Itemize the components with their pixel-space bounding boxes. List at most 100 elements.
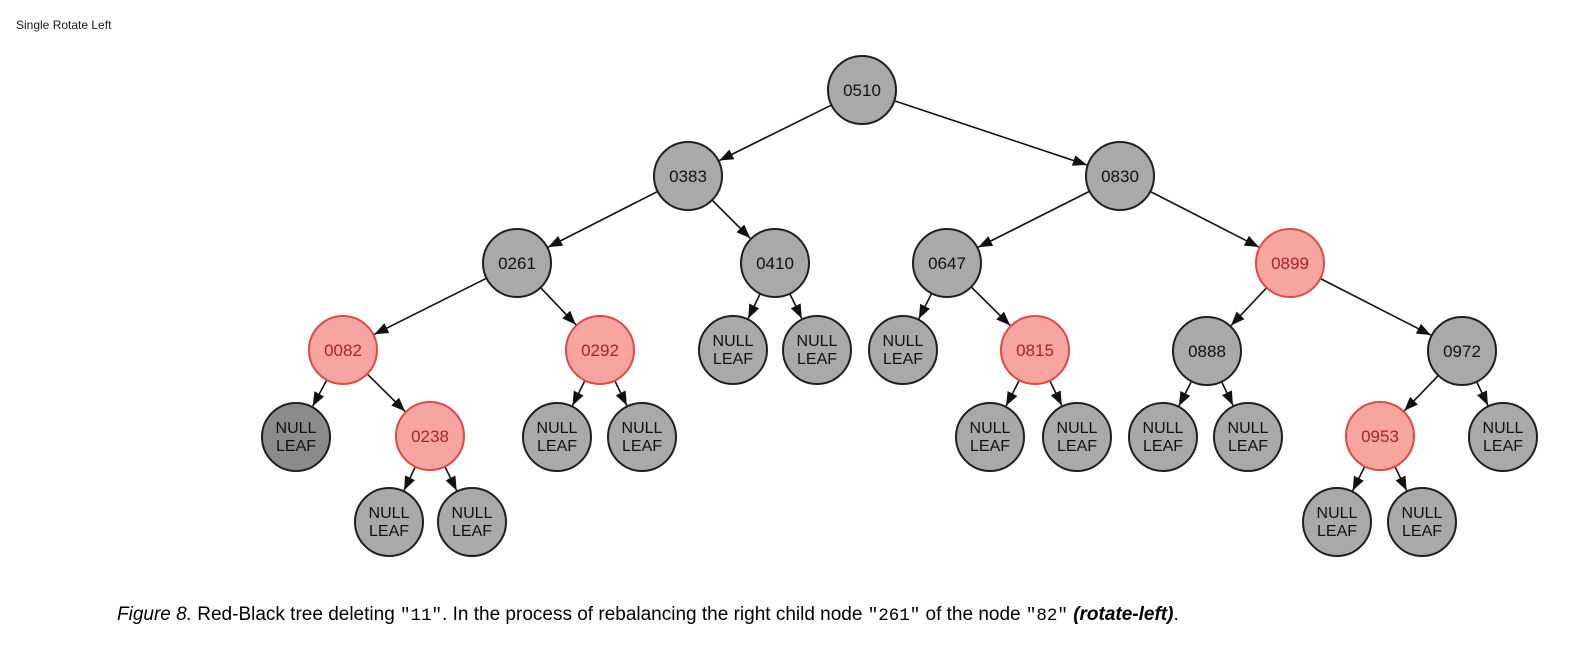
node-circle — [827, 55, 897, 125]
tree-edge-arrow — [444, 466, 458, 491]
tree-edge-arrow — [1403, 374, 1439, 412]
tree-edge-arrow — [977, 190, 1090, 248]
tree-edge-arrow — [311, 379, 328, 407]
caption-segment: of the node — [920, 604, 1026, 625]
caption-segment: "261" — [867, 606, 921, 626]
node-circle — [354, 487, 424, 557]
node-label: 0888 — [1188, 342, 1226, 361]
tree-edge-arrow — [373, 277, 487, 336]
node-circle — [1042, 402, 1112, 472]
node-label: 0238 — [411, 427, 449, 446]
tree-edge-arrow — [1005, 379, 1021, 407]
tree-edge-arrow — [614, 380, 628, 406]
node-circle — [1085, 141, 1155, 211]
tree-edge-arrow — [547, 190, 659, 248]
tree-edge-arrow — [1049, 380, 1063, 406]
tree-edge-arrow — [1351, 466, 1366, 492]
node-label: 0647 — [928, 254, 966, 273]
node-circle — [261, 402, 331, 472]
tree-node-0261: 0261 — [482, 228, 552, 298]
node-circle — [522, 402, 592, 472]
node-circle — [1468, 402, 1538, 472]
caption-segment: "82" — [1025, 606, 1068, 626]
node-label: 0082 — [324, 341, 362, 360]
tree-edge-arrow — [1394, 466, 1408, 491]
tree-edge-arrow — [1149, 190, 1260, 248]
tree-edge-arrow — [403, 466, 417, 491]
tree-node-0888: 0888 — [1172, 316, 1242, 386]
node-label: 0830 — [1101, 167, 1139, 186]
node-circle — [395, 401, 465, 471]
node-circle — [1172, 316, 1242, 386]
caption-segment: (rotate-left) — [1073, 604, 1174, 625]
node-circle — [1302, 487, 1372, 557]
tree-node-0830: 0830 — [1085, 141, 1155, 211]
tree-node-0972: 0972 — [1427, 316, 1497, 386]
node-circle — [482, 228, 552, 298]
tree-edge-arrow — [1230, 287, 1268, 327]
tree-edge-arrow — [789, 293, 803, 319]
node-circle — [607, 402, 677, 472]
tree-node-0647: 0647 — [912, 228, 982, 298]
node-circle — [1000, 315, 1070, 385]
node-circle — [955, 402, 1025, 472]
caption-segment: Red-Black tree deleting — [191, 604, 401, 625]
node-circle — [653, 141, 723, 211]
tree-edge-arrow — [711, 199, 751, 239]
caption-segment: . — [1173, 604, 1179, 625]
node-label: 0292 — [581, 341, 619, 360]
node-label: 0410 — [756, 254, 794, 273]
tree-edge-arrow — [894, 99, 1088, 166]
tree-edge-arrow — [1178, 380, 1193, 407]
tree-edge-arrow — [366, 373, 406, 412]
node-circle — [1213, 402, 1283, 472]
tree-node-0815: 0815 — [1000, 315, 1070, 385]
node-circle — [782, 315, 852, 385]
node-circle — [1345, 401, 1415, 471]
tree-node-0082: 0082 — [308, 315, 378, 385]
node-circle — [912, 228, 982, 298]
node-circle — [565, 315, 635, 385]
node-circle — [1128, 402, 1198, 472]
node-label: 0383 — [669, 167, 707, 186]
tree-node-0410: 0410 — [740, 228, 810, 298]
caption-segment: . In the process of rebalancing the righ… — [442, 604, 868, 625]
caption-segment: "11" — [400, 606, 443, 626]
tree-edge-arrow — [719, 104, 832, 162]
figure-caption: Figure 8. Red-Black tree deleting "11". … — [117, 604, 1179, 626]
node-label: 0815 — [1016, 341, 1054, 360]
tree-node-0899: 0899 — [1255, 228, 1325, 298]
tree-node-0953: 0953 — [1345, 401, 1415, 471]
caption-segment: Figure 8. — [117, 604, 192, 625]
tree-node-0510: 0510 — [827, 55, 897, 125]
node-label: 0510 — [843, 81, 881, 100]
tree-edge-arrow — [571, 380, 586, 406]
node-circle — [1427, 316, 1497, 386]
tree-node-0383: 0383 — [653, 141, 723, 211]
tree-edge-arrow — [1319, 277, 1432, 336]
